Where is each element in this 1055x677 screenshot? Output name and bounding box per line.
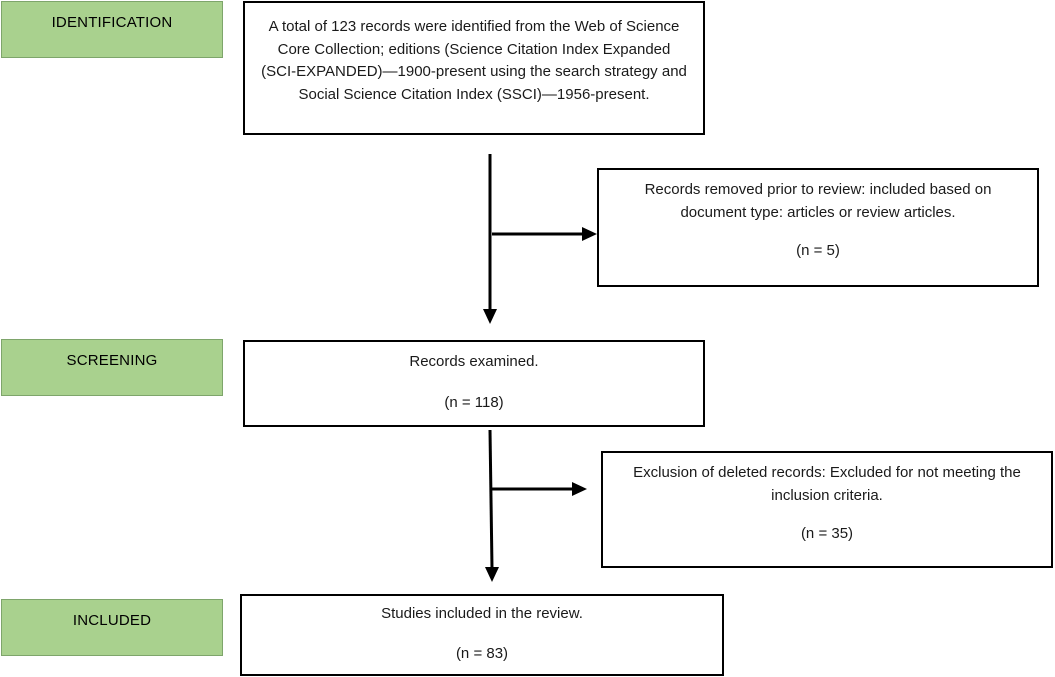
identification-text-line: A total of 123 records were identified f…: [268, 18, 680, 35]
removed-records-count: (n = 5): [796, 242, 840, 259]
records-examined-text: Records examined.: [409, 353, 539, 370]
removed-records-text: document type: articles or review articl…: [680, 203, 956, 221]
stage-included: INCLUDED: [1, 599, 223, 656]
included-studies-box: Studies included in the review. (n = 83): [240, 594, 724, 676]
identification-text-line: Social Science Citation Index (SSCI)—195…: [298, 85, 650, 103]
excluded-records-count: (n = 35): [800, 525, 854, 542]
arrowhead-right: [582, 227, 597, 241]
removed-records-text: Records removed prior to review: include…: [644, 181, 992, 198]
included-studies-count: (n = 83): [455, 644, 509, 662]
included-studies-text: Studies included in the review.: [381, 605, 583, 622]
arrow-screening-to-included: [488, 429, 494, 569]
arrowhead-down: [483, 309, 497, 324]
excluded-records-text: Exclusion of deleted records: Excluded f…: [633, 464, 1021, 481]
excluded-records-box: Exclusion of deleted records: Excluded f…: [601, 451, 1053, 568]
arrowhead-right: [572, 482, 587, 496]
identification-text-line: (SCI-EXPANDED)—1900-present using the se…: [261, 63, 687, 80]
excluded-records-text: inclusion criteria.: [771, 486, 883, 504]
identification-text-line: Core Collection; editions (Science Citat…: [277, 40, 671, 58]
records-examined-box: Records examined. (n = 118): [243, 340, 705, 427]
stage-identification: IDENTIFICATION: [1, 1, 223, 58]
arrowhead-down: [485, 567, 499, 582]
removed-records-box: Records removed prior to review: include…: [597, 168, 1039, 287]
stage-screening: SCREENING: [1, 339, 223, 396]
identification-box: A total of 123 records were identified f…: [243, 1, 705, 135]
records-examined-count: (n = 118): [444, 393, 504, 411]
